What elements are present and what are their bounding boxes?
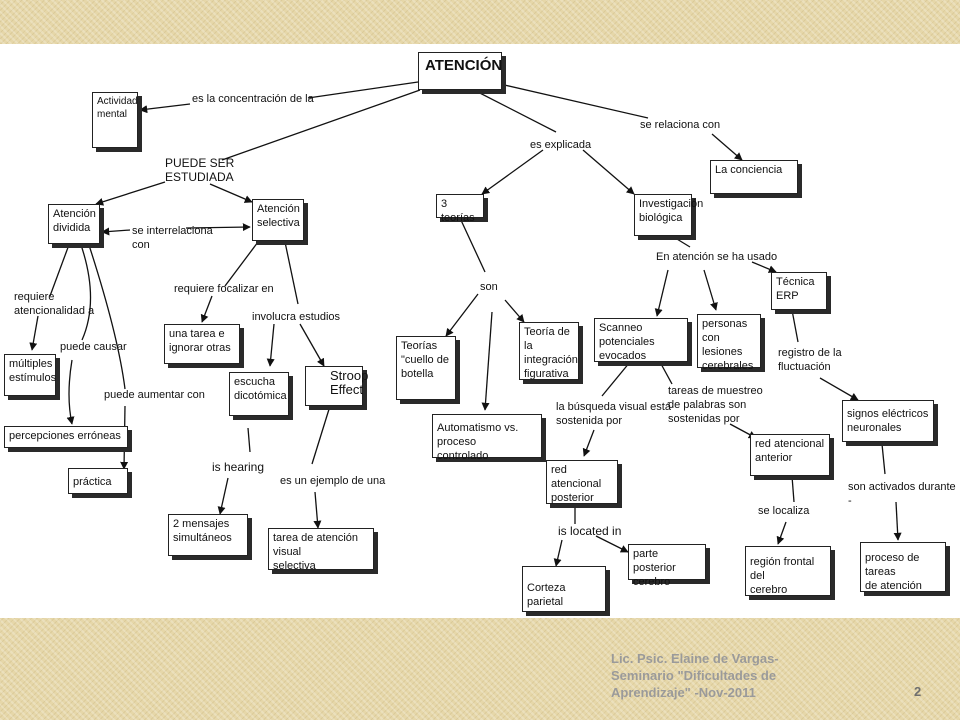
label-requiere-focalizar: requiere focalizar en (174, 283, 274, 295)
node-atencion: ATENCIÓN (418, 52, 502, 90)
connector-lines (29, 81, 902, 567)
node-personas-lesiones: personas con lesiones cerebrales (697, 314, 761, 372)
label-son-activados: son activados durante - (848, 481, 956, 507)
node-la-conciencia: La conciencia (710, 160, 798, 194)
node-proceso-tareas: proceso de tareas de atención (860, 542, 946, 592)
node-escucha-dicotomica: escucha dicotómica (229, 372, 289, 416)
node-red-posterior: red atencional posterior (546, 460, 618, 504)
node-multiples-estimulos: múltiples estímulos (4, 354, 56, 396)
label-se-localiza: se localiza (758, 505, 810, 517)
footer-credit: Lic. Psic. Elaine de Vargas- Seminario "… (611, 651, 779, 700)
node-teoria-integracion: Teoría de la integración figurativa (519, 322, 579, 380)
label-son: son (480, 281, 498, 293)
node-scanneo: Scanneo potenciales evocados (594, 318, 688, 362)
node-dos-mensajes: 2 mensajes simultáneos (168, 514, 248, 556)
page-number: 2 (914, 684, 922, 699)
concept-map: ATENCIÓN Actividad mental Atención divid… (0, 44, 960, 618)
node-automatismo: Automatismo vs. proceso controlado (432, 414, 542, 462)
label-concentracion: es la concentración de la (192, 93, 314, 105)
label-involucra: involucra estudios (252, 311, 341, 323)
label-en-atencion: En atención se ha usado (656, 251, 778, 263)
label-puede-ser-estudiada: PUEDE SER ESTUDIADA (165, 156, 235, 184)
label-interrelaciona: se interrelaciona con (132, 225, 213, 251)
node-tarea-atencion-visual: tarea de atención visual selectiva (268, 528, 374, 572)
label-registro: registro de la fluctuación (778, 347, 842, 373)
node-practica: práctica (68, 468, 128, 494)
node-atencion-selectiva: Atención selectiva (252, 199, 304, 241)
label-puede-aumentar: puede aumentar con (104, 389, 205, 401)
label-se-relaciona: se relaciona con (640, 119, 721, 131)
node-percepciones-erroneas: percepciones erróneas (4, 426, 128, 448)
label-ejemplo: es un ejemplo de una (280, 475, 386, 487)
node-tecnica-erp: Técnica ERP (771, 272, 827, 310)
label-tareas-muestreo: tareas de muestreo de palabras son soste… (668, 385, 763, 425)
label-busqueda: la búsqueda visual está sostenida por (556, 401, 671, 427)
label-es-explicada: es explicada (530, 139, 592, 151)
node-actividad-mental: Actividad mental (92, 92, 138, 148)
node-red-anterior: red atencional anterior (750, 434, 830, 476)
node-signos-electricos: signos eléctricos neuronales (842, 400, 934, 442)
label-is-hearing: is hearing (212, 460, 265, 474)
node-atencion-dividida: Atención dividida (48, 204, 100, 244)
node-corteza-parietal: Corteza parietal (522, 566, 606, 612)
node-investigacion-biologica: Investigación biológica (634, 194, 703, 236)
node-teorias-cuello: Teorías "cuello de botella (396, 336, 456, 400)
label-requiere-atencionalidad: requiere atencionalidad a (14, 291, 95, 317)
label-is-located: is located in (558, 524, 622, 538)
node-una-tarea: una tarea e ignorar otras (164, 324, 240, 364)
node-stroop-effect: Stroop Effect (305, 366, 368, 406)
node-parte-posterior: parte posterior cerebro (628, 544, 706, 588)
label-puede-causar: puede causar (60, 341, 127, 353)
node-tres-teorias: 3 teorías (436, 194, 484, 224)
node-region-frontal: región frontal del cerebro (745, 546, 831, 596)
